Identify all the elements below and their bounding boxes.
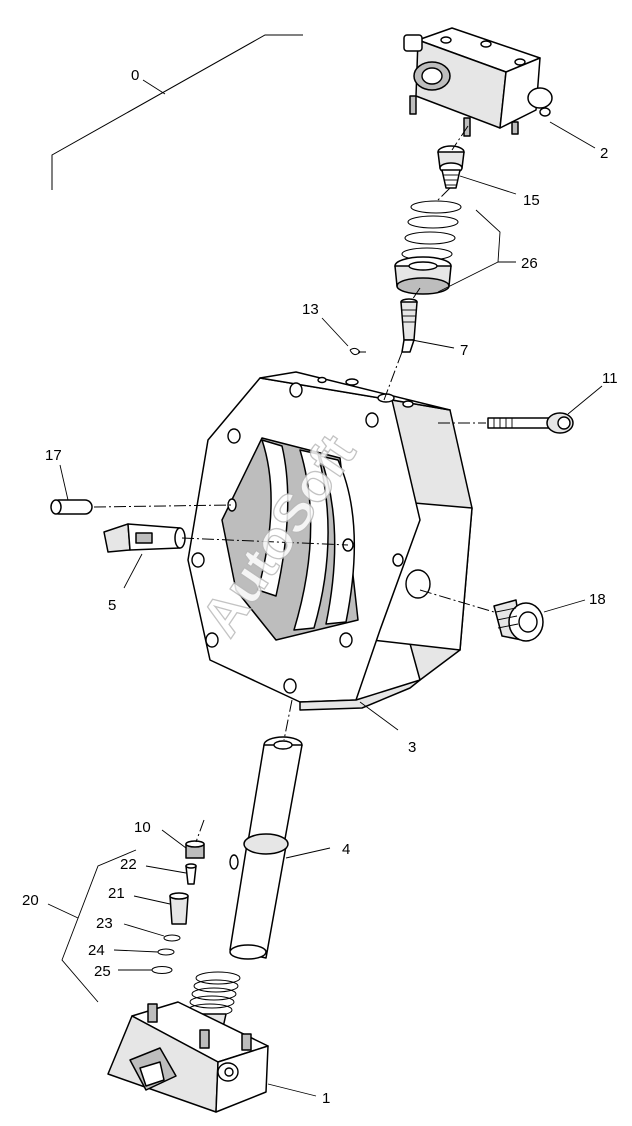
part-21-valve-body bbox=[169, 892, 189, 925]
assembly-0-bracket bbox=[51, 34, 303, 190]
callout-24: 24 bbox=[88, 942, 105, 959]
part-22-valve-pin bbox=[185, 863, 197, 885]
callout-23: 23 bbox=[96, 915, 113, 932]
part-13-clip bbox=[349, 347, 366, 356]
callout-17: 17 bbox=[45, 447, 62, 464]
callout-5: 5 bbox=[108, 597, 116, 614]
callout-2: 2 bbox=[600, 145, 608, 162]
part-26-seal-rings bbox=[394, 200, 462, 295]
callout-15: 15 bbox=[523, 192, 540, 209]
callout-20: 20 bbox=[22, 892, 39, 909]
part-5-plug bbox=[103, 523, 186, 553]
callout-26: 26 bbox=[521, 255, 538, 272]
callout-21: 21 bbox=[108, 885, 125, 902]
part-18-plug bbox=[493, 599, 544, 642]
part-1-base-block bbox=[107, 1001, 269, 1113]
callout-22: 22 bbox=[120, 856, 137, 873]
callout-11: 11 bbox=[602, 370, 618, 387]
callout-25: 25 bbox=[94, 963, 111, 980]
callout-1: 1 bbox=[322, 1090, 330, 1107]
callout-7: 7 bbox=[460, 342, 468, 359]
part-25-washer bbox=[151, 966, 173, 974]
part-3-pump-housing bbox=[187, 371, 473, 711]
callout-0: 0 bbox=[131, 67, 139, 84]
part-15-screw bbox=[437, 145, 465, 189]
callout-18: 18 bbox=[589, 591, 606, 608]
callout-13: 13 bbox=[302, 301, 319, 318]
part-2-valve-block bbox=[403, 27, 553, 137]
part-11-bolt bbox=[487, 412, 574, 434]
part-23-ring bbox=[163, 934, 181, 942]
part-4-sleeve bbox=[229, 736, 303, 960]
callout-3: 3 bbox=[408, 739, 416, 756]
callout-10: 10 bbox=[134, 819, 151, 836]
centre-lines bbox=[93, 125, 495, 843]
part-10-screw bbox=[185, 840, 205, 859]
callout-4: 4 bbox=[342, 841, 350, 858]
part-24-ring bbox=[157, 948, 175, 956]
leader-lines bbox=[47, 79, 603, 1097]
callout-labels: 0 2 15 26 13 7 11 17 5 18 3 10 4 22 21 2… bbox=[22, 67, 618, 1107]
part-17-dowel-pin bbox=[50, 499, 93, 515]
part-7-pin bbox=[400, 298, 418, 353]
